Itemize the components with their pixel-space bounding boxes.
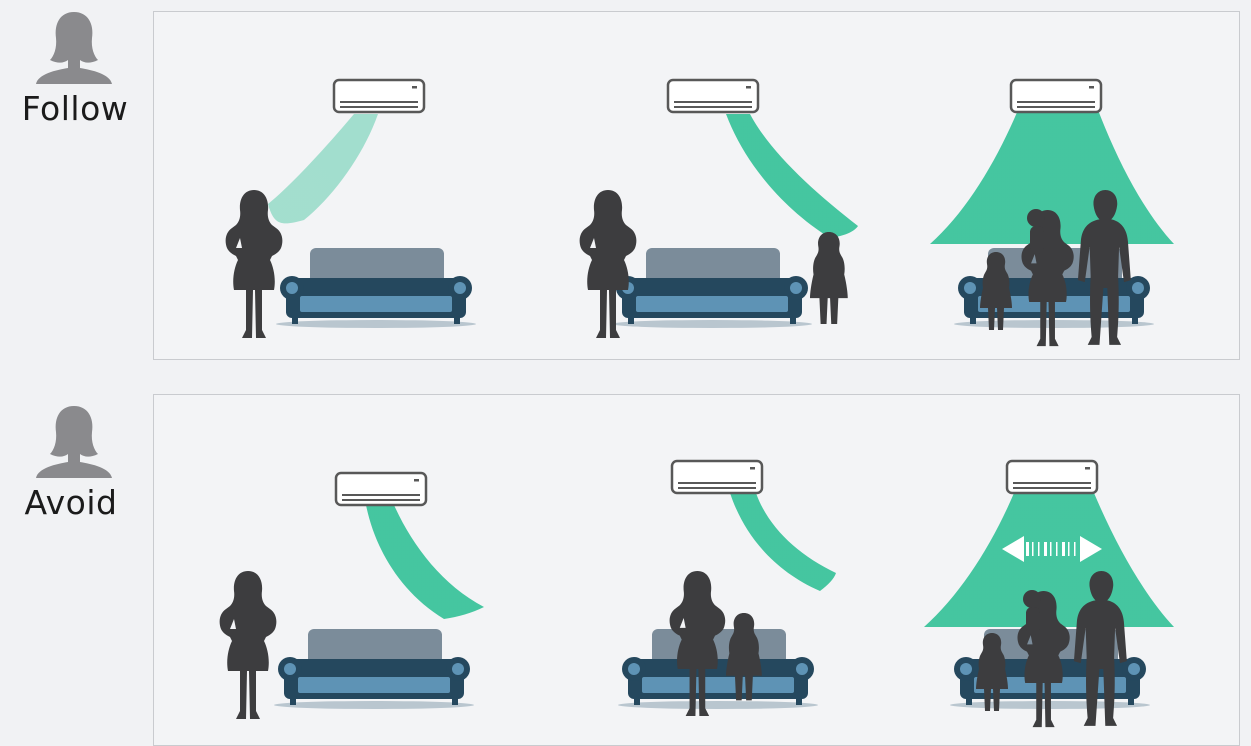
follow-panel — [153, 11, 1240, 360]
airflow-stream — [366, 505, 484, 619]
child-silhouette — [810, 232, 848, 324]
row-label-follow: Follow — [0, 89, 150, 128]
row-label-avoid: Avoid — [0, 483, 146, 522]
follow-scene — [154, 12, 1239, 359]
avoid-scene — [154, 395, 1239, 745]
air-conditioner-icon — [336, 473, 426, 505]
airflow-stream — [730, 493, 836, 591]
air-conditioner-icon — [334, 80, 424, 112]
airflow-stream — [726, 114, 858, 238]
airflow-stream — [560, 114, 706, 244]
woman-silhouette — [220, 571, 277, 719]
toddler-silhouette — [1023, 590, 1041, 608]
person-avatar-icon — [34, 402, 114, 482]
airflow-stream — [268, 114, 378, 223]
sofa-icon — [274, 629, 474, 709]
sofa-icon — [276, 248, 476, 328]
air-conditioner-icon — [1007, 461, 1097, 493]
sofa-icon — [612, 248, 812, 328]
sofa-icon — [618, 629, 818, 709]
person-avatar-icon — [34, 8, 114, 88]
avoid-panel — [153, 394, 1240, 746]
air-conditioner-icon — [668, 80, 758, 112]
toddler-silhouette — [1027, 209, 1045, 227]
air-conditioner-icon — [1011, 80, 1101, 112]
air-conditioner-icon — [672, 461, 762, 493]
